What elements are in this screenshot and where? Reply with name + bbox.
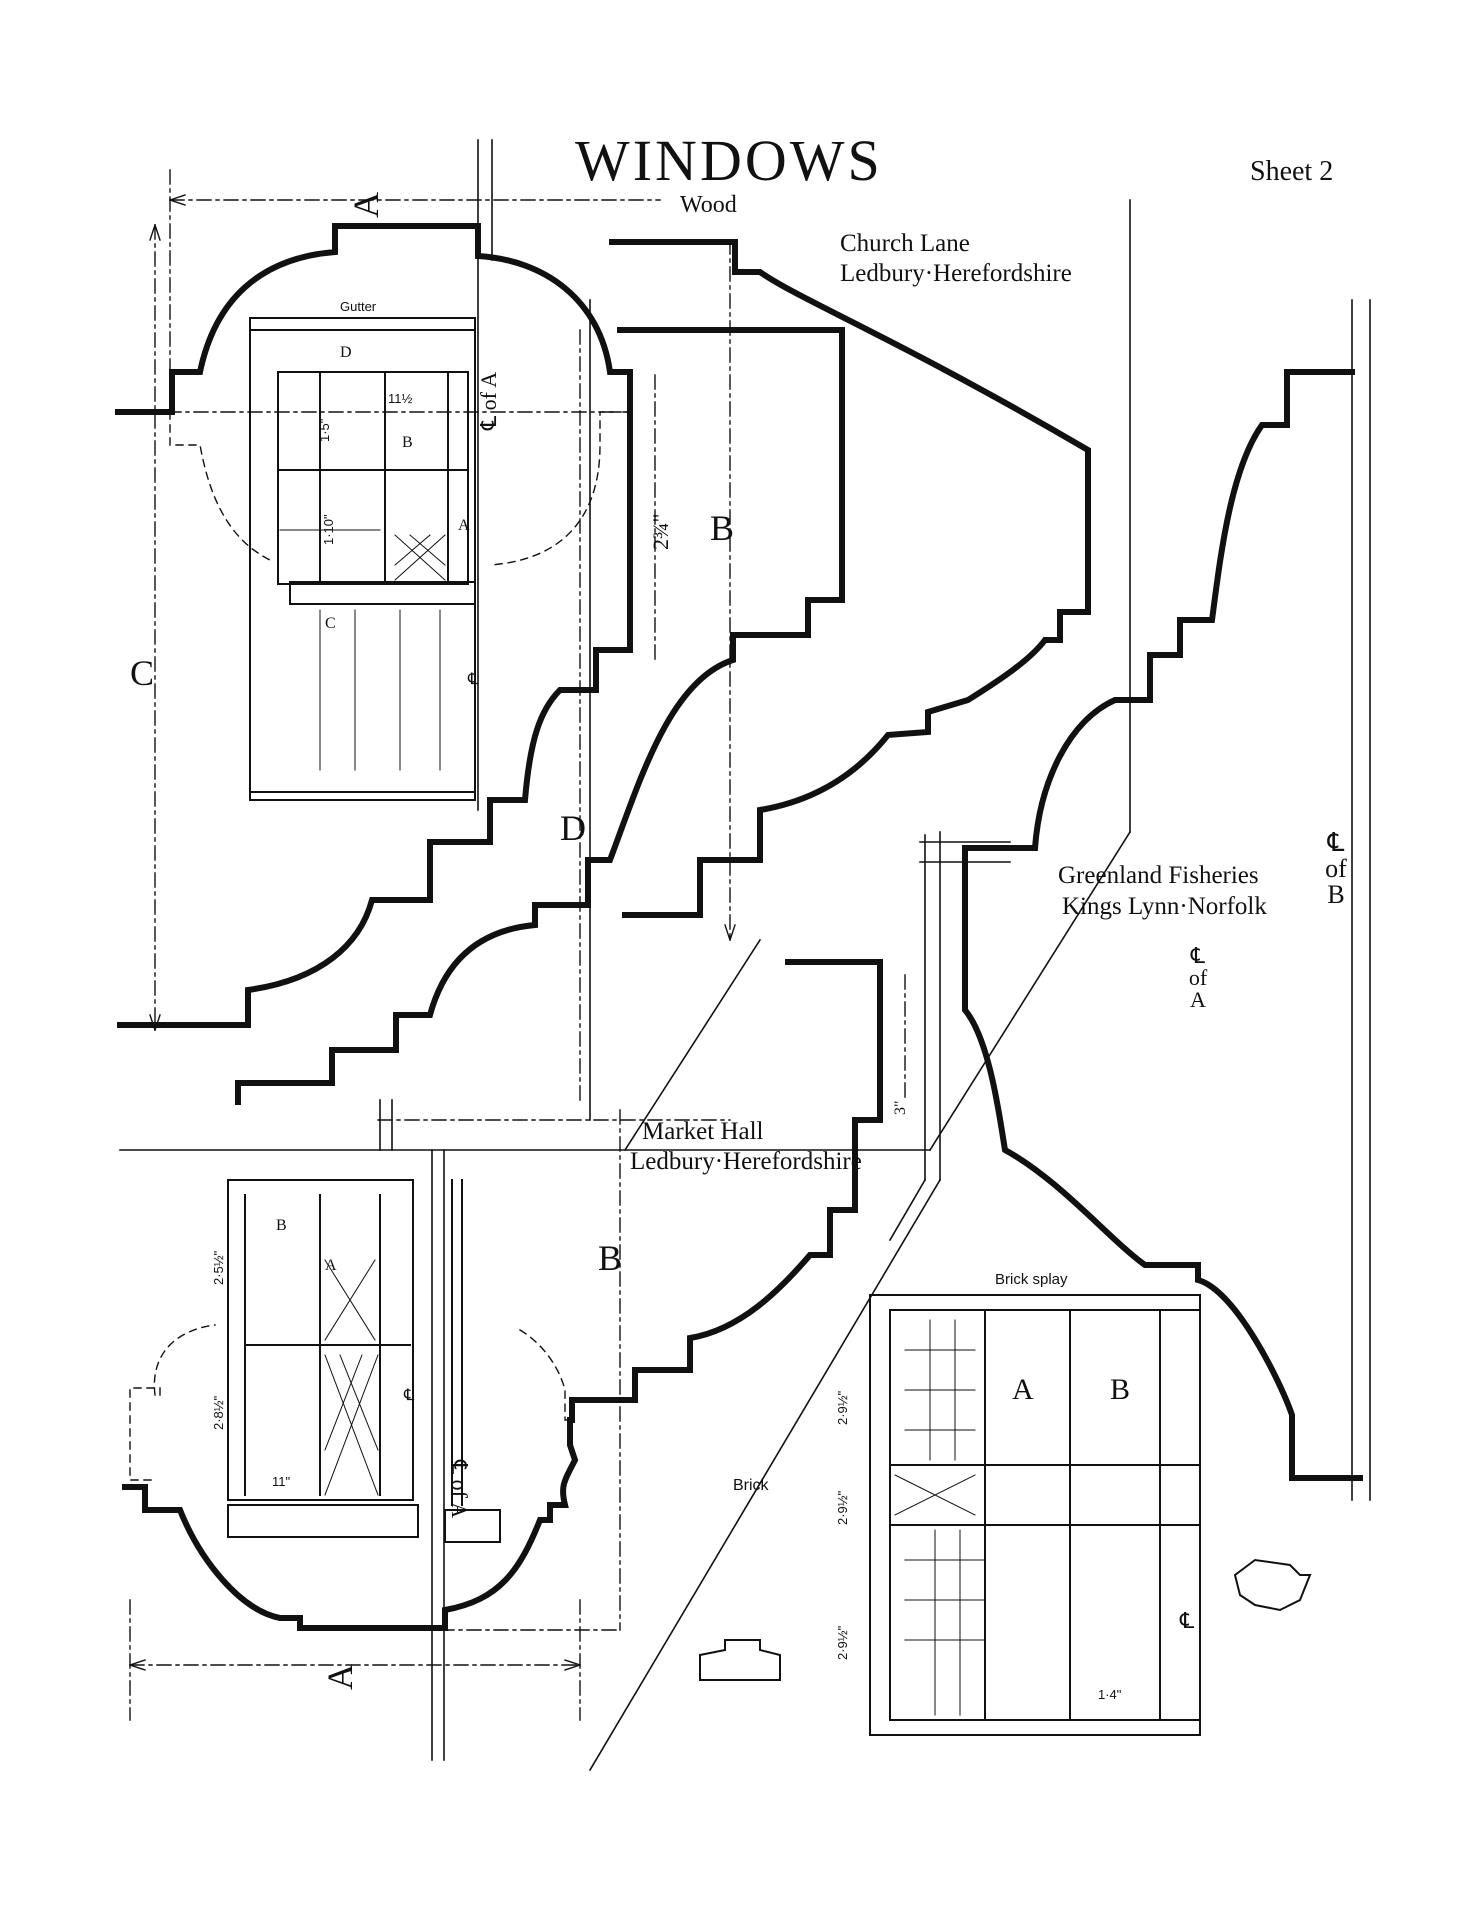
window-elevation-greenland [699, 1294, 1312, 1736]
place-church-lane-name: Church Lane [840, 230, 970, 257]
window-elevation-church-lane [249, 317, 476, 801]
label-brick: Brick [733, 1477, 769, 1494]
dim-1-4: 1·4" [1098, 1687, 1122, 1702]
centerline-a-top: ℄ of A [476, 371, 501, 430]
detail-a1: A [458, 517, 470, 534]
section-label-d: D [560, 808, 586, 848]
dim-11-half: 11½ [388, 391, 413, 406]
centerline-a-right: ℄ of A [1188, 943, 1208, 1012]
dim-3: 3" [892, 1100, 909, 1115]
section-label-a-top: A [346, 192, 386, 218]
detail-b1: B [402, 434, 413, 451]
dim-2-3q: 2¾" [648, 513, 673, 550]
place-greenland-county: Kings Lynn·Norfolk [1062, 893, 1267, 920]
place-market-hall-county: Ledbury·Herefordshire [630, 1148, 862, 1175]
section-label-b-right: B [710, 508, 735, 548]
section-label-b-lower: B [598, 1238, 623, 1278]
profile-church-lane-upper [609, 239, 1091, 918]
section-label-c: C [130, 653, 155, 693]
dim-1-10: 1·10" [321, 514, 336, 545]
label-brick-splay: Brick splay [995, 1271, 1068, 1288]
dim-11: 11" [272, 1474, 291, 1489]
place-market-hall-name: Market Hall [642, 1118, 764, 1145]
detail-cl1: ℄ [468, 671, 479, 688]
dim-2-8half: 2·8½" [211, 1395, 226, 1430]
dim-2-9half-b: 2·9½" [835, 1490, 850, 1525]
profile-c-church-lane [115, 223, 633, 1028]
detail-cl3: ℄ [1180, 1608, 1195, 1633]
centerline-b-right: ℄ of B [1325, 828, 1347, 909]
dim-1-5: 1·5" [317, 418, 332, 442]
profile-greenland-fisheries [962, 369, 1363, 1481]
detail-d: D [340, 344, 352, 361]
section-label-a-bottom: A [320, 1664, 360, 1690]
detail-c: C [325, 615, 336, 632]
detail-b3: B [1110, 1373, 1131, 1406]
sheet-title: WINDOWS [575, 128, 883, 193]
place-church-lane-county: Ledbury·Herefordshire [840, 260, 1072, 287]
dim-2-9half-c: 2·9½" [835, 1625, 850, 1660]
centerline-a-lower: ℄ of A [447, 1460, 472, 1519]
sheet-subtitle: Wood [680, 192, 737, 218]
window-elevation-market-hall [227, 1179, 501, 1543]
detail-b2: B [276, 1217, 287, 1234]
profile-market-hall [122, 959, 883, 1631]
profile-d-church-lane [235, 327, 845, 1105]
sheet-number: Sheet 2 [1250, 156, 1334, 187]
detail-a3: A [1012, 1373, 1034, 1406]
label-gutter: Gutter [340, 299, 377, 314]
dim-2-9half-a: 2·9½" [835, 1390, 850, 1425]
detail-cl2: ℄ [404, 1387, 415, 1404]
detail-a2: A [325, 1257, 337, 1274]
place-greenland-name: Greenland Fisheries [1058, 862, 1259, 889]
dim-2-5half: 2·5½" [211, 1250, 226, 1285]
